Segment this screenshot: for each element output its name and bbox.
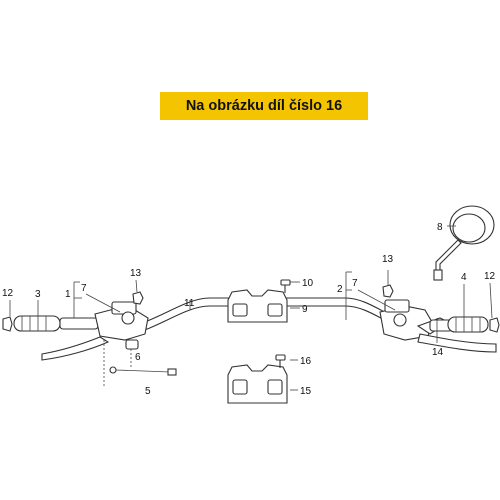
- label-11: 11: [184, 298, 195, 309]
- mirror-stem: [435, 239, 462, 271]
- upper-bolt: [280, 279, 291, 286]
- label-4: 4: [461, 272, 467, 283]
- label-9: 9: [302, 304, 308, 315]
- left-clamp: [125, 339, 139, 350]
- label-14: 14: [432, 347, 444, 358]
- left-grip: [13, 315, 61, 332]
- label-7-right: 7: [352, 278, 358, 289]
- label-5: 5: [145, 386, 151, 397]
- label-16: 16: [300, 356, 312, 367]
- label-8: 8: [437, 222, 443, 233]
- label-12-right: 12: [484, 271, 496, 282]
- left-cable-clip: [132, 291, 144, 305]
- right-end-weight: [489, 317, 500, 333]
- label-10: 10: [302, 278, 314, 289]
- part-highlight-banner: Na obrázku díl číslo 16: [160, 92, 368, 120]
- left-bar-end: [59, 317, 99, 330]
- left-brake-lever: [41, 336, 110, 361]
- right-grip: [447, 316, 489, 333]
- left-end-weight: [2, 316, 13, 332]
- label-13-right: 13: [382, 254, 394, 265]
- right-cable-clip: [382, 284, 394, 298]
- label-2: 2: [337, 284, 343, 295]
- label-15: 15: [300, 386, 312, 397]
- right-reservoir: [384, 299, 410, 313]
- label-13-left: 13: [130, 268, 142, 279]
- right-brake-lever: [417, 333, 497, 353]
- left-cable-switch: [115, 369, 171, 373]
- label-6: 6: [135, 352, 141, 363]
- label-7-left: 7: [81, 283, 87, 294]
- label-12-left: 12: [2, 288, 14, 299]
- label-1: 1: [65, 289, 71, 300]
- lower-bolt: [275, 354, 286, 361]
- left-reservoir: [111, 301, 137, 315]
- label-3: 3: [35, 289, 41, 300]
